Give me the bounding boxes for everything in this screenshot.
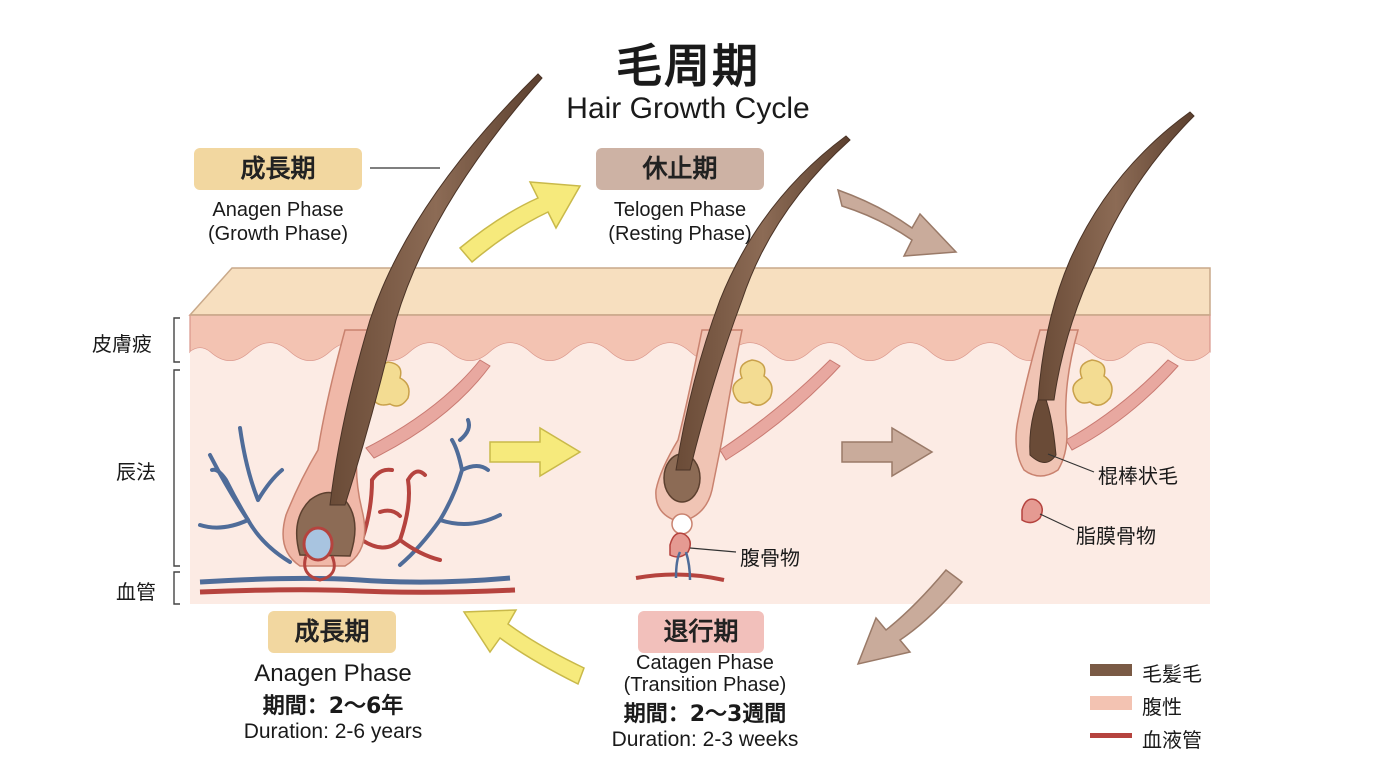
arrow-dermis-middle-yellow [489, 426, 582, 478]
anagen-arrector-muscle [365, 359, 491, 459]
telogen-en1: Telogen Phase [613, 199, 747, 221]
vessel-vein-main [199, 575, 511, 585]
catagen-arrector-muscle [719, 359, 841, 461]
anagen-bottom-caption: Anagen Phase 期間：2〜6年 Duration: 2-6 years [200, 660, 466, 744]
anagen-top-en2: (Growth Phase) [207, 223, 349, 245]
catagen-en1: Catagen Phase [636, 652, 774, 674]
telogen-arrector-muscle [1065, 359, 1179, 451]
arrow-to-catagen [856, 568, 964, 666]
catagen-caption: Catagen Phase (Transition Phase) 期間：2〜3週… [580, 652, 830, 752]
catagen-vessel-branch [674, 551, 692, 581]
label-club-hair: 棍棒状毛 [1098, 464, 1178, 488]
diagram-title: 毛周期 [616, 39, 760, 93]
diagram-subtitle: Hair Growth Cycle [566, 92, 810, 125]
legend-swatches [1090, 664, 1132, 738]
arrow-dermis-middle-brown [841, 426, 934, 478]
legend-label-papilla: 腹性 [1142, 695, 1182, 719]
leader-papilla-catagen [689, 547, 737, 553]
telogen-caption: Telogen Phase (Resting Phase) [580, 198, 780, 246]
leader-papilla-telogen [1039, 513, 1075, 531]
label-papilla-telogen: 脂膜骨物 [1076, 524, 1156, 548]
label-epidermis: 皮膚疲 [92, 332, 152, 356]
anagen-bottom-en1: Anagen Phase [254, 660, 412, 687]
layer-brackets [173, 317, 180, 605]
anagen-veins [198, 418, 502, 567]
anagen-papilla-stalk [303, 555, 336, 582]
legend-label-hair: 毛髪毛 [1142, 662, 1202, 686]
label-papilla-catagen: 腹骨物 [740, 546, 800, 570]
telogen-sebaceous-gland [1072, 359, 1113, 406]
bracket-dermis [173, 369, 180, 567]
anagen-hair-shaft [329, 73, 543, 506]
legend-swatch-hair [1090, 664, 1132, 676]
label-dermis: 辰法 [116, 460, 156, 484]
catagen-hair-shaft [675, 135, 851, 471]
leader-club-hair [1047, 453, 1095, 473]
bracket-vessels [173, 571, 180, 605]
vessel-artery-main [199, 587, 516, 595]
leader-lines [370, 167, 1095, 553]
anagen-dermal-papilla [302, 526, 334, 562]
catagen-follicle [635, 135, 851, 582]
telogen-club-hair [1029, 388, 1057, 463]
anagen-duration-jp: 期間：2〜6年 [262, 694, 404, 719]
telogen-hair-shaft [1037, 111, 1195, 401]
cycle-arrows [458, 181, 964, 686]
label-vessels: 血管 [116, 580, 156, 604]
arrow-anagen-to-telogen [458, 181, 582, 264]
anagen-follicle [198, 73, 543, 595]
legend-label-vessel: 血液管 [1142, 728, 1202, 752]
arrow-telogen-to-restart [836, 188, 958, 257]
telogen-en2: (Resting Phase) [608, 223, 752, 245]
anagen-bottom-badge: 成長期 [268, 611, 396, 653]
arrow-catagen-to-anagen [462, 609, 585, 686]
anagen-duration-en: Duration: 2-6 years [243, 720, 423, 743]
catagen-sebaceous-gland [732, 359, 773, 406]
catagen-duration-en: Duration: 2-3 weeks [611, 728, 799, 751]
catagen-en2: (Transition Phase) [623, 674, 787, 696]
catagen-badge: 退行期 [638, 611, 764, 653]
legend-swatch-papilla [1090, 696, 1132, 710]
catagen-vessel [635, 572, 725, 582]
telogen-dermal-papilla [1021, 498, 1043, 524]
anagen-top-badge: 成長期 [194, 148, 362, 190]
anagen-top-caption: Anagen Phase (Growth Phase) [178, 198, 378, 246]
telogen-badge: 休止期 [596, 148, 764, 190]
bracket-epidermis [173, 317, 180, 363]
anagen-top-en1: Anagen Phase [212, 199, 344, 221]
catagen-retracting-column [671, 513, 693, 535]
catagen-duration-jp: 期間：2〜3週間 [623, 702, 787, 727]
legend-swatch-vessel [1090, 733, 1132, 738]
telogen-follicle [1015, 111, 1195, 524]
